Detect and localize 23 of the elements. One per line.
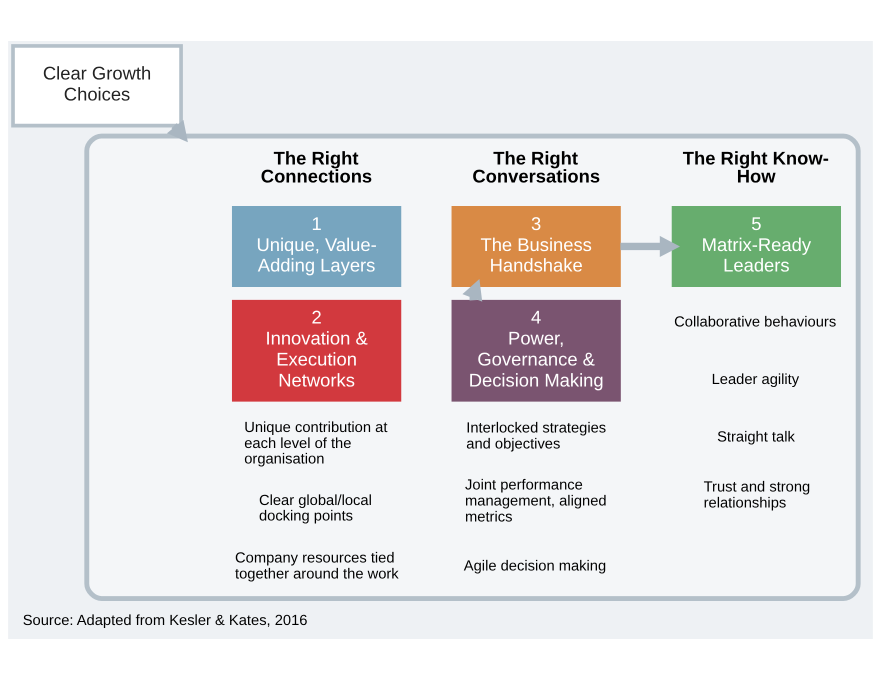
arrow bbox=[166, 119, 188, 142]
caption: Source: Adapted from Kesler & Kates, 2016 bbox=[22, 612, 308, 629]
label: Unique contribution at each level of the organisation bbox=[244, 419, 388, 468]
label: Clear global/local docking points bbox=[258, 492, 372, 524]
label: Company resources tied together around the work bbox=[235, 550, 399, 582]
node-box: Clear Growth Choices bbox=[11, 44, 183, 127]
node-box: 5 Matrix-Ready Leaders bbox=[672, 205, 841, 286]
node-box: 4 Power, Governance & Decision Making bbox=[452, 299, 621, 402]
label: Interlocked strategies and objectives bbox=[466, 420, 606, 452]
node-box: 2 Innovation & Execution Networks bbox=[232, 299, 402, 402]
label: The Right Conversations bbox=[472, 146, 600, 186]
label: Collaborative behaviours bbox=[674, 314, 836, 330]
label: Straight talk bbox=[717, 429, 795, 446]
label: The Right Connections bbox=[260, 146, 372, 186]
label: Agile decision making bbox=[464, 558, 606, 574]
node-box: 1 Unique, Value-Adding Layers bbox=[232, 205, 402, 286]
arrow bbox=[620, 235, 680, 257]
label: Joint performance management, aligned metrics bbox=[465, 476, 607, 525]
node-box: 3 The Business Handshake bbox=[452, 205, 621, 286]
label: Leader agility bbox=[712, 371, 800, 388]
cluster bbox=[84, 133, 861, 600]
label: Trust and strong relationships bbox=[704, 478, 810, 511]
label: The Right Know-How bbox=[682, 146, 829, 186]
